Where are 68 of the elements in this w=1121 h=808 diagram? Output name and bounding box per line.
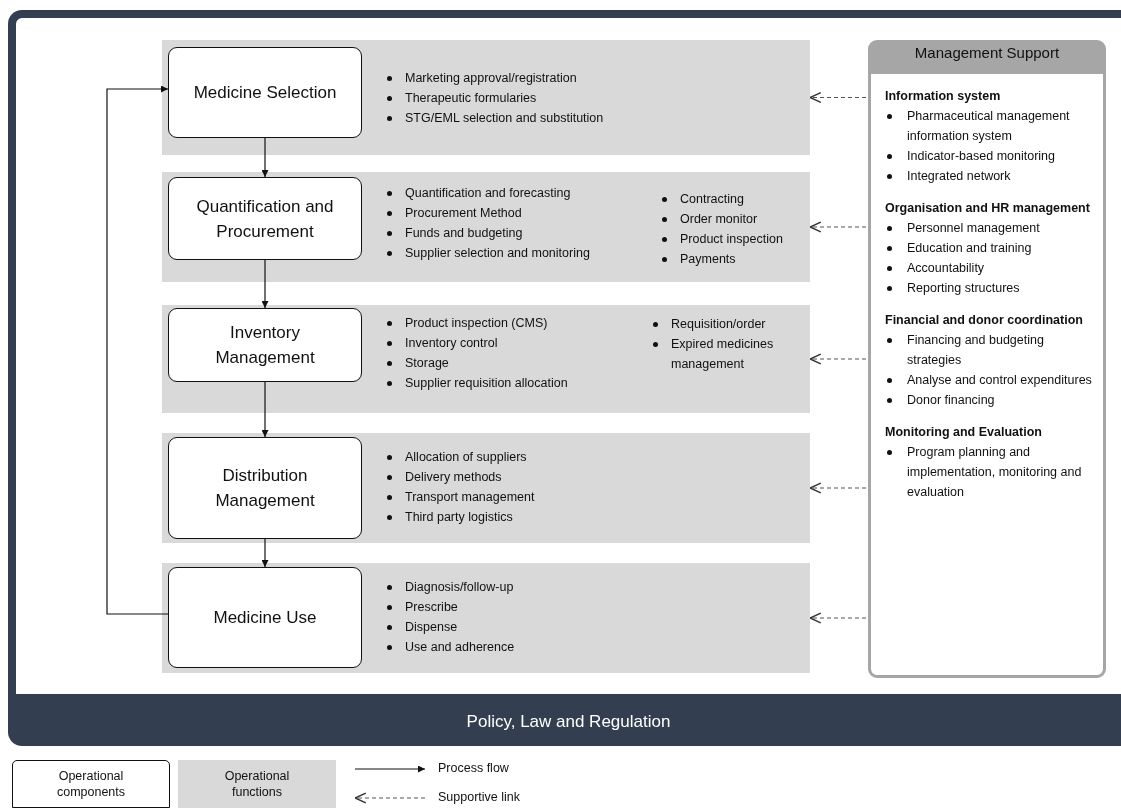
bullet-item: Funds and budgeting [385, 223, 655, 243]
bullet-item: Payments [660, 249, 802, 269]
section-heading: Organisation and HR management [885, 200, 1091, 217]
bullet-item: Transport management [385, 487, 785, 507]
bullet-item: Dispense [385, 617, 785, 637]
arrow [106, 85, 169, 615]
panel-heading: Management Support [913, 44, 1061, 61]
bullet-item: Financing and budgeting strategies [885, 330, 1095, 370]
dashed-arrow [809, 92, 867, 103]
node-label: Distribution Management [214, 465, 316, 512]
policy-frame [8, 10, 1121, 746]
dashed-arrow [809, 612, 867, 624]
bullet-item: Use and adherence [385, 637, 785, 657]
process-box [168, 47, 362, 138]
arrow [261, 259, 269, 309]
support-panel [868, 40, 1106, 678]
dashed-arrow [809, 482, 867, 494]
bullet-item: Allocation of suppliers [385, 447, 785, 467]
bullet-item: Quantification and forecasting [385, 183, 655, 203]
dashed-arrow [809, 221, 867, 233]
bullet-item: Prescribe [385, 597, 785, 617]
bullet-item: Integrated network [885, 166, 1095, 186]
bullet-item: Delivery methods [385, 467, 785, 487]
process-box [168, 567, 362, 668]
dashed-arrow [809, 353, 867, 365]
bullet-item: Indicator-based monitoring [885, 146, 1095, 166]
bullet-item: Reporting structures [885, 278, 1095, 298]
bullet-item: Personnel management [885, 218, 1095, 238]
function-band [162, 172, 810, 282]
bullet-item: Diagnosis/follow-up [385, 577, 785, 597]
node-label: Medicine Use [213, 607, 317, 629]
section-heading: Financial and donor coordination [885, 312, 1084, 329]
arrow [261, 381, 269, 438]
bullet-item: Supplier requisition allocation [385, 373, 655, 393]
legend-swatch: Operational functions [178, 760, 336, 808]
bullet-item: Third party logistics [385, 507, 785, 527]
process-box [168, 437, 362, 539]
section-heading: Monitoring and Evaluation [885, 424, 1043, 441]
legend-key: Operational components [12, 760, 170, 808]
bullet-item: Marketing approval/registration [385, 68, 785, 88]
bullet-item: Accountability [885, 258, 1095, 278]
node-label: Inventory Management [214, 322, 316, 369]
bullet-item: Pharmaceutical management information system [885, 106, 1095, 146]
section-heading: Information system [885, 88, 1002, 105]
bullet-item: Order monitor [660, 209, 802, 229]
bullet-item: Education and training [885, 238, 1095, 258]
arrow [261, 538, 269, 568]
node-label: Medicine Selection [193, 82, 337, 104]
process-box [168, 308, 362, 382]
legend-label: Supportive link [438, 790, 520, 804]
frame-title: Policy, Law and Regulation [465, 712, 672, 732]
bullet-item: Analyse and control expenditures [885, 370, 1095, 390]
bullet-item: Contracting [660, 189, 802, 209]
legend-label: Process flow [438, 761, 509, 775]
bullet-item: Procurement Method [385, 203, 655, 223]
node-label: Quantification and Procurement [195, 195, 335, 243]
bullet-item: Therapeutic formularies [385, 88, 785, 108]
function-band [162, 563, 810, 673]
function-band [162, 433, 810, 543]
bullet-item: Donor financing [885, 390, 1095, 410]
bullet-item: Product inspection [660, 229, 802, 249]
function-band [162, 305, 810, 413]
bullet-item: Supplier selection and monitoring [385, 243, 655, 263]
process-box [168, 177, 362, 260]
arrow [261, 137, 269, 178]
bullet-item: Program planning and implementation, monitoring and evaluation [885, 442, 1095, 502]
bullet-item: STG/EML selection and substitution [385, 108, 785, 128]
function-band [162, 40, 810, 155]
